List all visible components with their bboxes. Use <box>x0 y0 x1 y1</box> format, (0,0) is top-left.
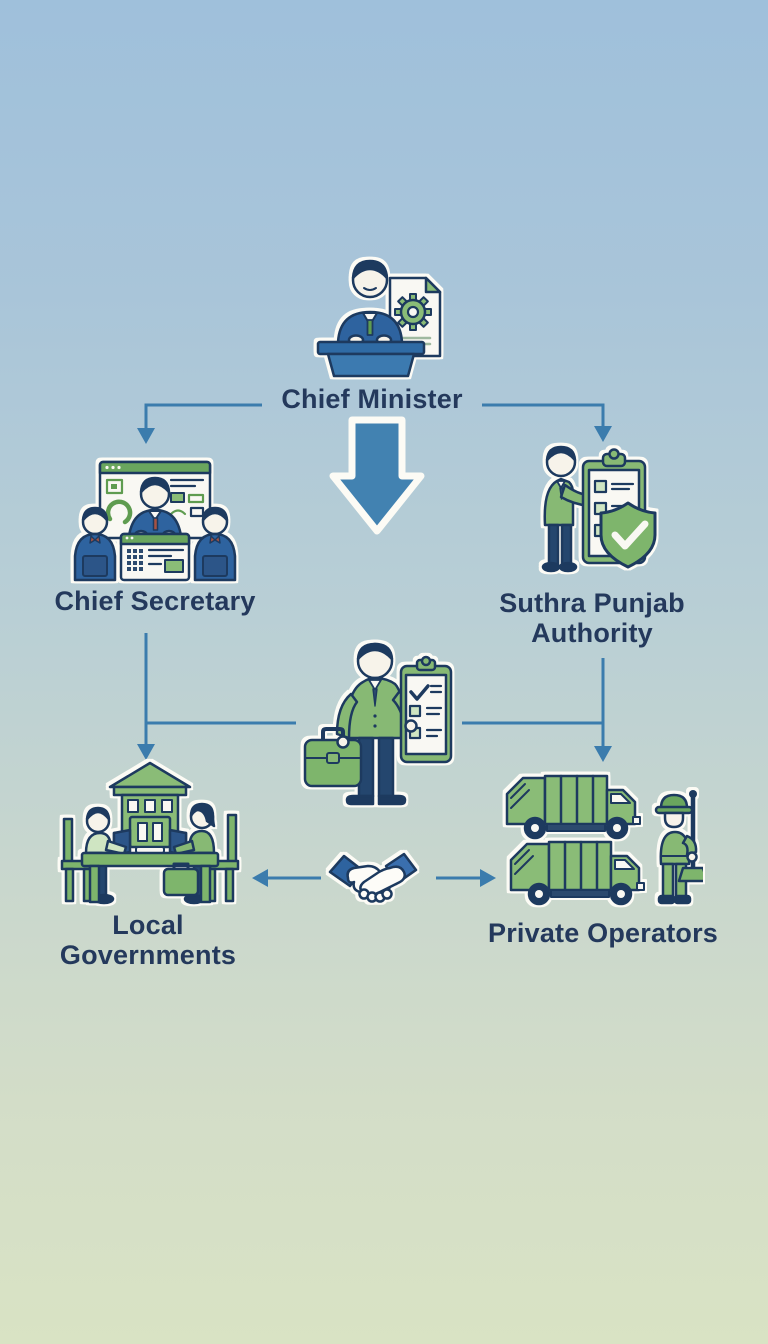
edge-cm-to-cs <box>144 403 262 428</box>
local-governments-label: Local Governments <box>59 910 237 970</box>
briefcase-icon <box>303 727 363 788</box>
checklist-clipboard-icon <box>399 655 453 764</box>
inspector-clipboard-shield-icon <box>541 445 657 573</box>
chief-secretary-label: Chief Secretary <box>54 586 256 616</box>
officials-meeting-municipal-building-icon <box>60 761 240 905</box>
arrowhead-down-icon <box>137 744 155 760</box>
podium <box>316 340 426 378</box>
briefcase-icon <box>162 862 200 897</box>
private-operators-label: Private Operators <box>488 918 718 948</box>
officer-figure <box>335 642 419 806</box>
report-panel <box>119 532 191 582</box>
minister-figure <box>336 259 404 346</box>
sanitation-worker-figure <box>654 790 703 905</box>
connector-paths <box>144 403 605 880</box>
arrowhead-down-icon <box>137 428 155 444</box>
broom-brush <box>677 866 703 883</box>
downward-flow-block-arrow <box>329 416 425 535</box>
suthra-punjab-authority-label: Suthra Punjab Authority <box>499 588 685 648</box>
arrowhead-right-icon <box>480 869 496 887</box>
chair-right <box>202 813 240 903</box>
aide-left-figure <box>73 506 117 582</box>
garbage-truck-bottom <box>509 840 646 906</box>
shared-monitor <box>128 815 172 854</box>
officer-briefcase-checklist-icon <box>303 642 453 806</box>
garbage-trucks-sanitation-worker-icon <box>505 774 703 906</box>
edge-cm-to-spa <box>482 403 605 426</box>
arrowhead-down-icon <box>594 426 612 442</box>
officials-monitoring-dashboards-icon <box>73 460 237 582</box>
connector-arrowheads <box>137 426 612 887</box>
chief-minister-label: Chief Minister <box>281 384 463 414</box>
aide-right-figure <box>193 506 237 582</box>
minister-podium-document-icon <box>316 259 442 378</box>
arrowhead-left-icon <box>252 869 268 887</box>
arrowhead-down-icon <box>594 746 612 762</box>
shield-check-icon <box>599 501 657 569</box>
handshake-icon <box>328 852 418 903</box>
garbage-truck-top <box>505 774 642 840</box>
